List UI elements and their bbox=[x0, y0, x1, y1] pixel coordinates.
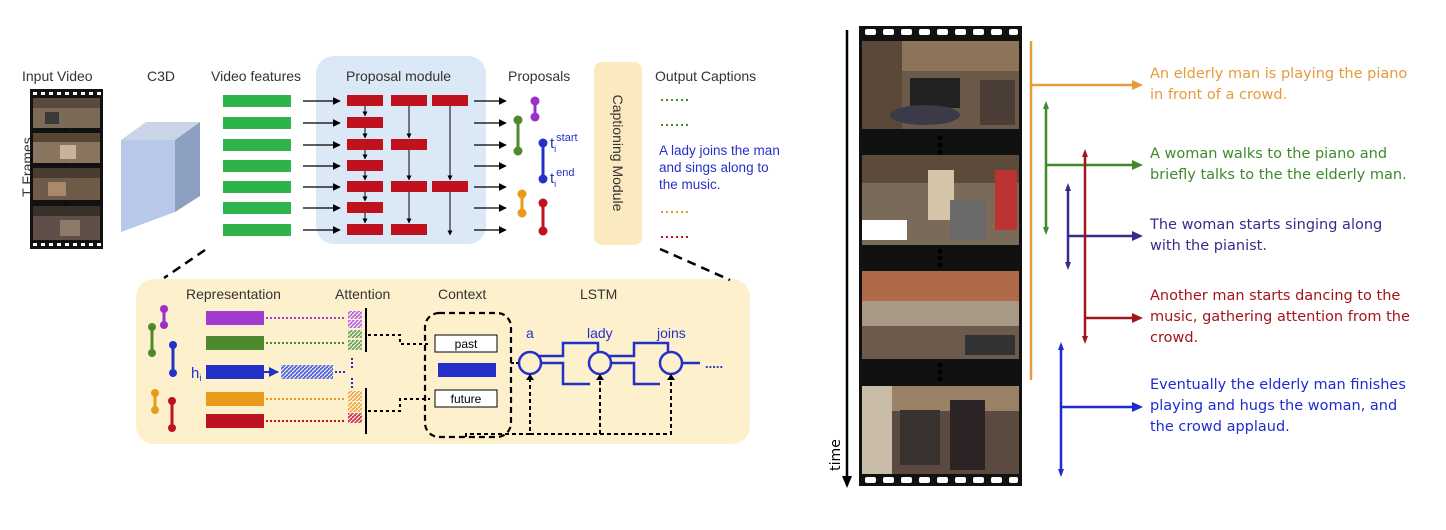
svg-text:joins: joins bbox=[656, 325, 686, 341]
lstm-label: LSTM bbox=[580, 286, 618, 302]
proposals-label: Proposals bbox=[508, 68, 571, 84]
context-label: Context bbox=[438, 286, 487, 302]
context-current-bar bbox=[438, 363, 496, 377]
proposal-module-label: Proposal module bbox=[346, 68, 452, 84]
output-caption-dots bbox=[661, 99, 690, 238]
highlighted-caption: A lady joins the man and sings along to … bbox=[659, 143, 780, 192]
event-caption-5: Eventually the elderly man finishes play… bbox=[1150, 377, 1406, 435]
c3d-block bbox=[121, 122, 200, 232]
proposal-segments bbox=[513, 96, 548, 236]
lstm-word-labels: a lady joins bbox=[526, 325, 686, 341]
t-end-label: tiend bbox=[550, 167, 575, 189]
c3d-label: C3D bbox=[147, 68, 176, 84]
input-video-label: Input Video bbox=[22, 68, 93, 84]
representation-dotted-arrows bbox=[266, 317, 353, 422]
left-diagram: Input Video C3D Video features Proposals… bbox=[19, 56, 780, 444]
event-caption-3: The woman starts singing along with the … bbox=[1150, 217, 1383, 254]
event-caption-1: An elderly man is playing the piano in f… bbox=[1150, 66, 1408, 103]
right-diagram: time An elderly man is playing the piano… bbox=[800, 0, 1446, 530]
frame-ellipsis bbox=[937, 135, 943, 382]
timeline-graphics bbox=[842, 26, 1143, 488]
svg-text:lady: lady bbox=[587, 325, 613, 341]
proposal-red-bars bbox=[347, 95, 468, 235]
context-future-label: future bbox=[451, 392, 482, 406]
timeline-filmstrip bbox=[859, 26, 1022, 486]
context-past-box bbox=[434, 334, 498, 353]
video-feature-bars bbox=[223, 95, 291, 236]
svg-text:a: a bbox=[526, 325, 534, 341]
input-video-filmstrip bbox=[30, 89, 103, 249]
attention-label: Attention bbox=[335, 286, 391, 302]
context-future-box bbox=[434, 389, 498, 408]
attention-weights bbox=[348, 308, 367, 434]
output-captions-label: Output Captions bbox=[655, 68, 757, 84]
t-start-label: tistart bbox=[550, 132, 578, 154]
captioning-module-box bbox=[594, 62, 642, 245]
time-axis-label: time bbox=[828, 439, 844, 471]
event-segments bbox=[1029, 41, 1143, 477]
context-past-label: past bbox=[455, 337, 478, 351]
representation-label: Representation bbox=[186, 286, 281, 302]
event-caption-4: Another man starts dancing to the music,… bbox=[1150, 288, 1410, 346]
h-label: hi bbox=[191, 365, 201, 383]
event-caption-2: A woman walks to the piano and briefly t… bbox=[1150, 146, 1407, 183]
video-features-label: Video features bbox=[211, 68, 302, 84]
representation-bars bbox=[206, 311, 333, 428]
context-box bbox=[423, 311, 513, 439]
bottom-proposal-icons bbox=[148, 305, 177, 432]
left-diagram-graphics: tistart tiend bbox=[30, 89, 731, 439]
lstm-ellipsis: ..... bbox=[705, 356, 723, 371]
